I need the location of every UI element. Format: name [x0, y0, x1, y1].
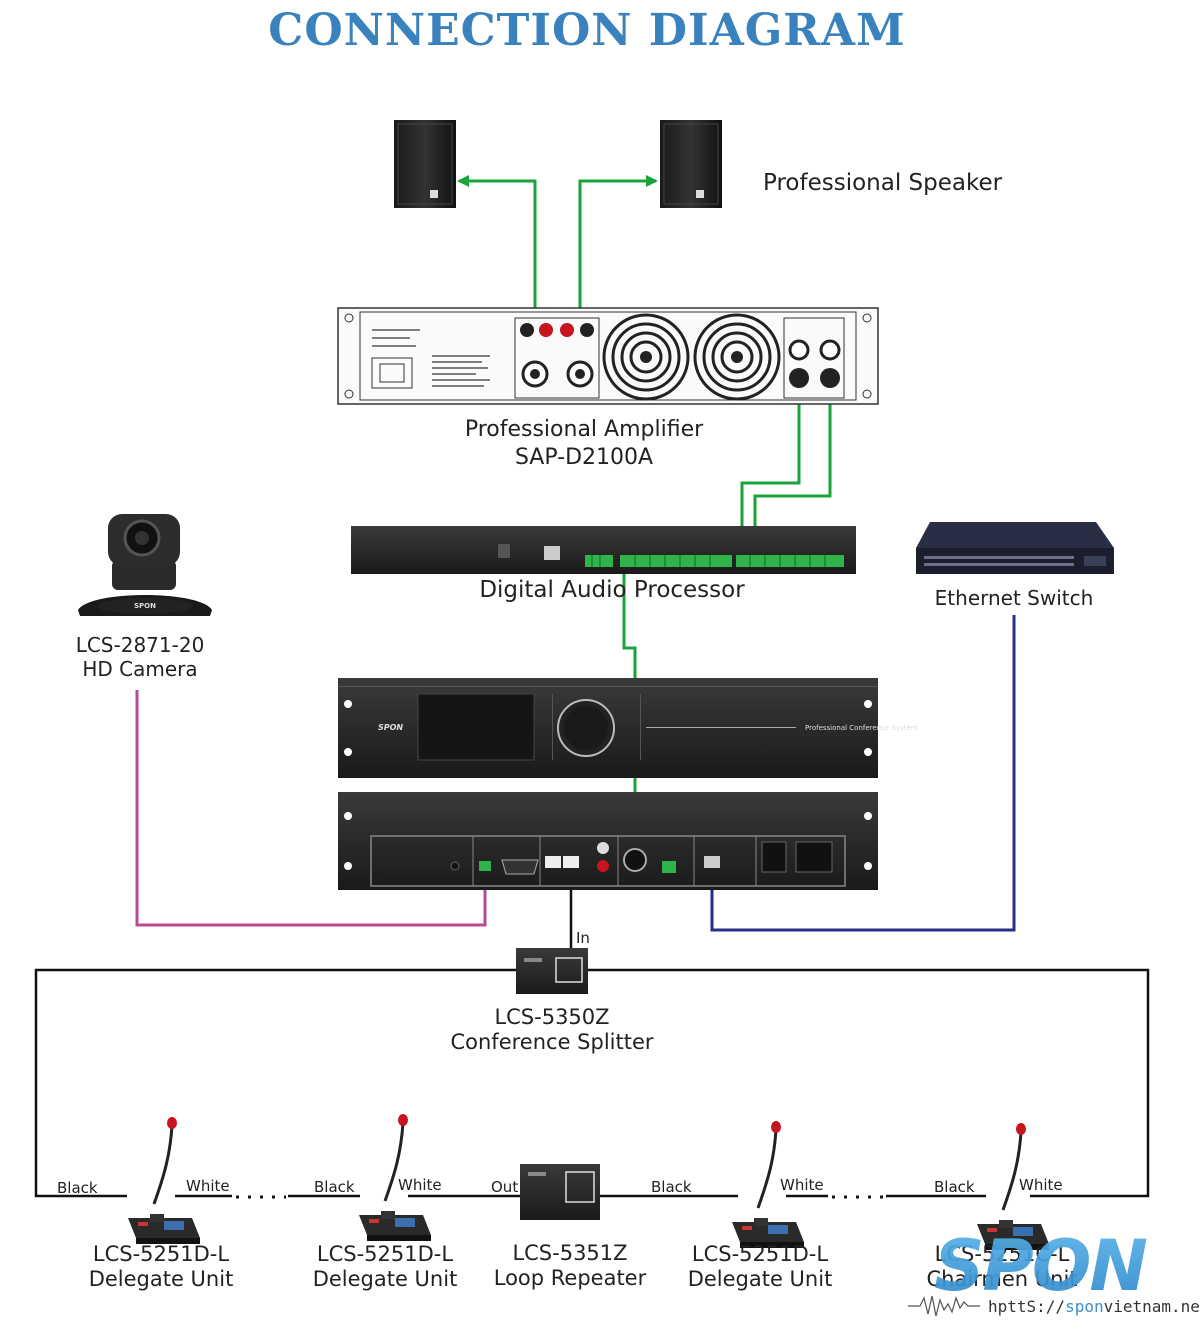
repeater-label-name: Loop Repeater	[494, 1266, 647, 1290]
chairman-label-model: LCS-5251C-L	[935, 1242, 1070, 1266]
unit-3-label-name: Delegate Unit	[688, 1267, 833, 1291]
ethernet-switch	[916, 522, 1114, 574]
speaker-right	[660, 120, 722, 208]
repeater-label-model: LCS-5351Z	[512, 1241, 627, 1265]
splitter-label-model: LCS-5350Z	[494, 1005, 609, 1029]
digital-audio-processor	[351, 526, 856, 574]
chairman-port-white: White	[1019, 1176, 1063, 1194]
processor-label: Digital Audio Processor	[479, 577, 745, 603]
chairman-port-black: Black	[934, 1178, 975, 1196]
unit-1-label-model: LCS-5251D-L	[93, 1242, 229, 1266]
loop-repeater	[520, 1164, 600, 1220]
speaker-cable-left	[457, 175, 537, 360]
unit-3-port-black: Black	[651, 1178, 692, 1196]
camera-brand-text: SPON	[134, 602, 156, 610]
switch-label: Ethernet Switch	[935, 586, 1094, 610]
host-brand-text: SPON	[378, 723, 403, 732]
waveform-icon	[908, 1295, 980, 1317]
amplifier-label-model: SAP-D2100A	[515, 445, 653, 470]
unit-2-label-name: Delegate Unit	[313, 1267, 458, 1291]
watermark-logo: SPON	[934, 1225, 1147, 1307]
unit-2-label-model: LCS-5251D-L	[317, 1242, 453, 1266]
host-panel-text: Professional Conference System	[805, 724, 918, 732]
spon-watermark: SPON hpttS://sponvietnam.net	[908, 1225, 1200, 1317]
loop-cable-left	[34, 968, 520, 1198]
unit-2-port-white: White	[398, 1176, 442, 1194]
unit-3-port-white: White	[780, 1176, 824, 1194]
unit-1-label-name: Delegate Unit	[89, 1267, 234, 1291]
amp-input-cable-2	[753, 343, 836, 555]
conference-host-front: SPON Professional Conference System	[338, 678, 918, 778]
speaker-left	[394, 120, 456, 208]
camera-cable	[135, 690, 491, 927]
camera-label-name: HD Camera	[82, 657, 197, 681]
unit-3-label-model: LCS-5251D-L	[692, 1242, 828, 1266]
conference-host-rear	[338, 792, 878, 890]
unit-2-port-black: Black	[314, 1178, 355, 1196]
ethernet-cable	[706, 615, 1016, 932]
amplifier-label-name: Professional Amplifier	[465, 417, 704, 442]
speaker-cable-right	[578, 175, 658, 360]
splitter-port-in: In	[576, 929, 590, 947]
watermark-url: hpttS://sponvietnam.net	[988, 1297, 1200, 1316]
splitter-label-name: Conference Splitter	[450, 1030, 653, 1054]
camera-label-model: LCS-2871-20	[76, 633, 205, 657]
unit-1-port-white: White	[186, 1177, 230, 1195]
repeater-port-out: Out	[491, 1178, 518, 1196]
chairman-label-name: Chairmen Unit	[926, 1267, 1077, 1291]
diagram-title: CONNECTION DIAGRAM	[268, 5, 905, 56]
loop-cable-right	[588, 968, 1150, 1198]
unit-1-port-black: Black	[57, 1179, 98, 1197]
hd-camera: SPON	[78, 514, 212, 616]
amplifier	[337, 307, 879, 405]
conference-splitter	[516, 948, 588, 994]
speaker-label: Professional Speaker	[763, 170, 1003, 196]
cables	[34, 175, 1150, 1199]
amp-input-cable-1	[740, 343, 805, 555]
